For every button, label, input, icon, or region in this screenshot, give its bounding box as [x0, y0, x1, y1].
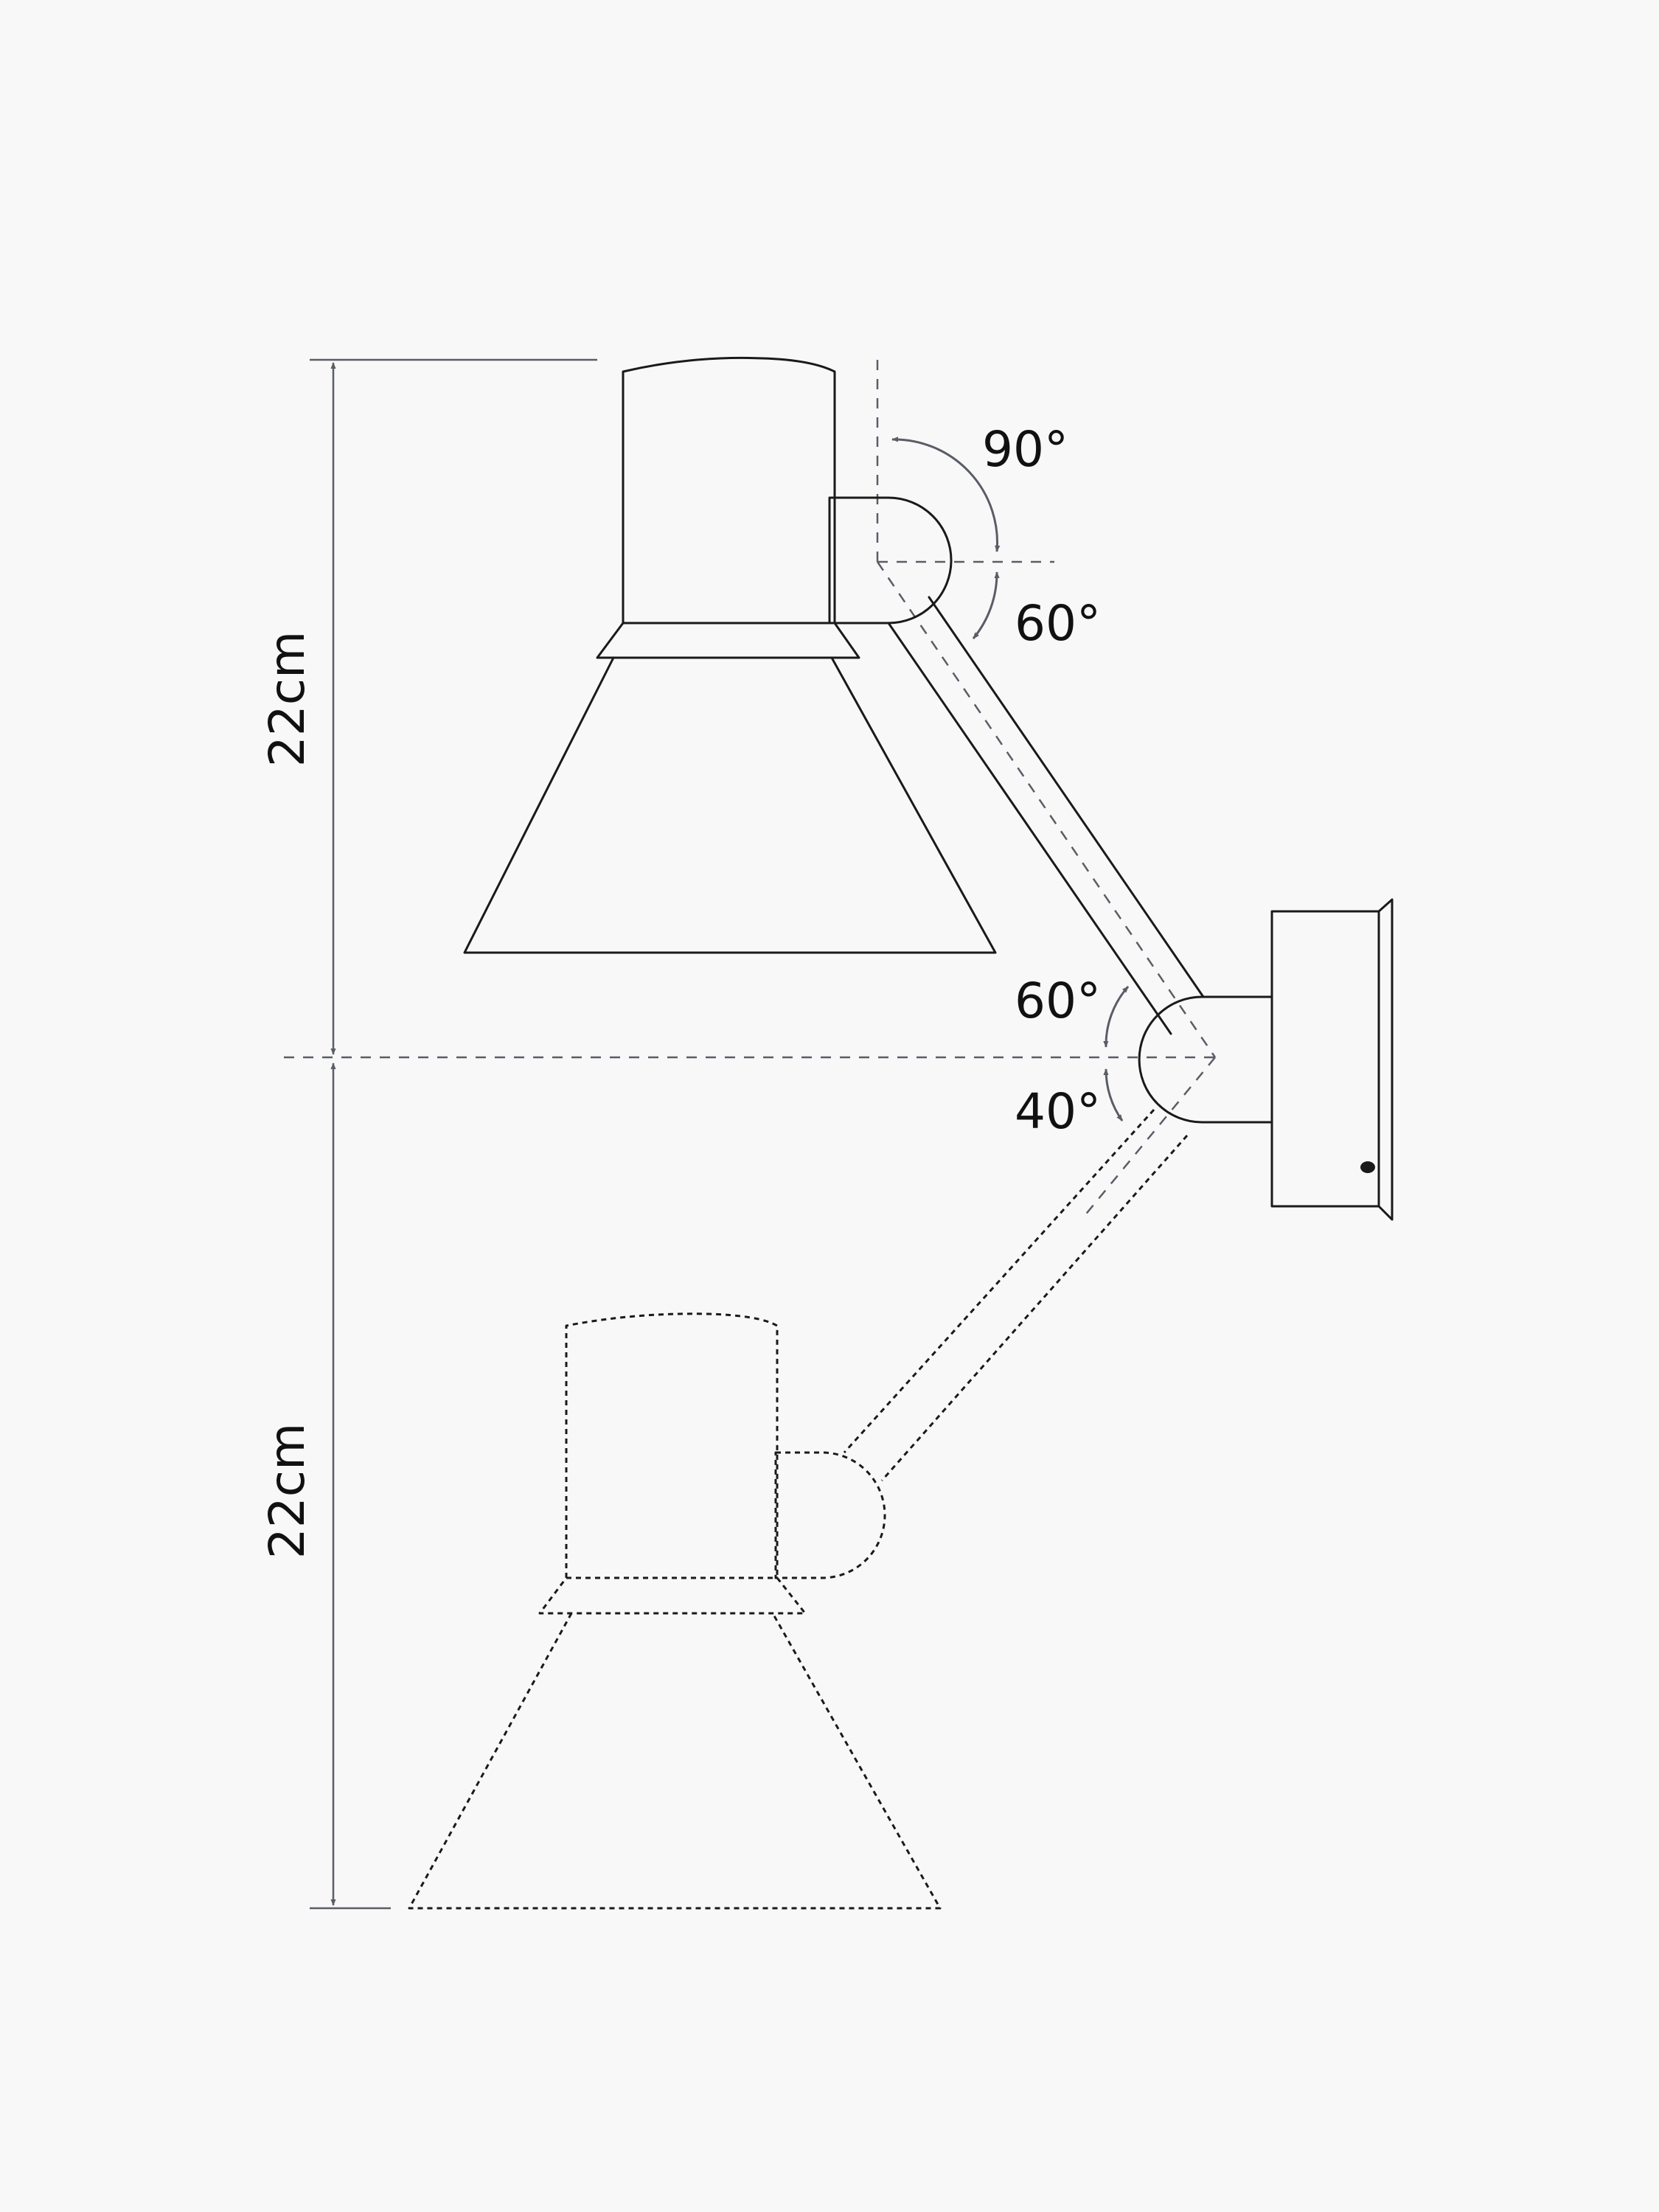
- shade-up-angle-label: 90°: [982, 421, 1068, 478]
- arc-90: [891, 437, 1001, 552]
- lower-height-label: 22cm: [259, 1423, 316, 1559]
- lower-lamp-shade: [408, 1613, 942, 1910]
- guide-lines: [284, 360, 1217, 1217]
- lower-lamp-collar: [538, 1576, 807, 1615]
- upper-height-label: 22cm: [259, 631, 316, 768]
- lower-arm-centerline: [1083, 1057, 1216, 1217]
- upper-arm: [887, 596, 1205, 1035]
- upper-arm-centerline: [876, 561, 1217, 1058]
- arm-down-angle-label: 40°: [1015, 1083, 1101, 1140]
- arm-up-angle-label: 60°: [1015, 973, 1101, 1029]
- lower-arm: [843, 1108, 1189, 1481]
- arc-60-arm: [1103, 986, 1130, 1048]
- lower-lamp-head-top: [565, 1312, 779, 1578]
- wall-mount-assembly: [1138, 898, 1394, 1221]
- angle-arcs: [891, 437, 1130, 1121]
- upper-lamp-shade: [463, 656, 997, 954]
- shade-down-angle-label: 60°: [1015, 595, 1101, 652]
- dimension-lines: [310, 358, 597, 1910]
- mount-screw-icon: [1360, 1161, 1375, 1173]
- arc-60-shade: [972, 571, 1000, 639]
- upper-lamp-collar: [596, 622, 860, 659]
- upper-lamp: [463, 356, 1205, 1035]
- wall-backplate: [1270, 910, 1380, 1208]
- upper-lamp-knuckle: [828, 496, 953, 625]
- labels: 22cm 22cm 90° 60° 60° 40°: [259, 421, 1101, 1559]
- arc-40-arm: [1103, 1068, 1124, 1121]
- lower-lamp-knuckle: [774, 1451, 886, 1579]
- elbow-joint: [1138, 995, 1273, 1124]
- upper-lamp-head-top: [622, 356, 836, 625]
- wall-flange: [1377, 898, 1394, 1221]
- lower-lamp: [408, 1108, 1189, 1910]
